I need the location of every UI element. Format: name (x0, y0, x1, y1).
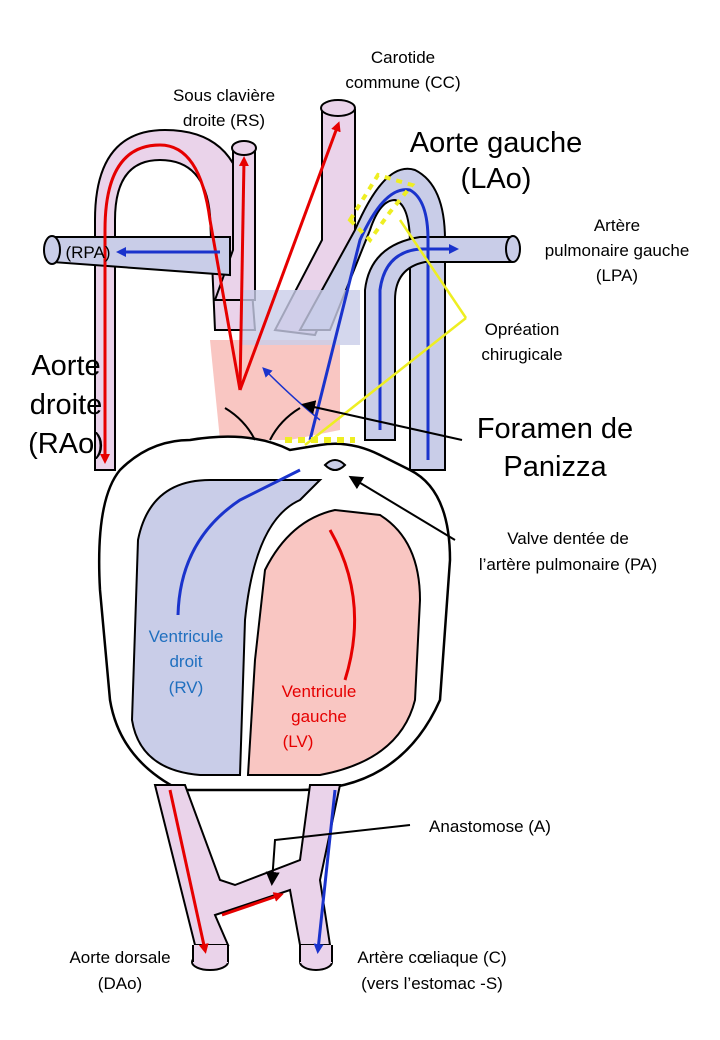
flow-blue-rv (176, 468, 301, 616)
label-operation-2: chirugicale (481, 345, 562, 364)
callout-foramen (301, 400, 463, 441)
label-aorte-droite-2: droite (30, 389, 103, 421)
flow-blue-foramen (262, 367, 321, 421)
callout-operation-2 (304, 317, 467, 446)
label-foramen-2: Panizza (503, 451, 607, 483)
callout-anastomose (265, 824, 411, 886)
label-operation-1: Opréation (485, 320, 560, 339)
label-lpa-3: (LPA) (596, 266, 638, 285)
flow-blue-celiac (313, 789, 337, 954)
lpa-opening (505, 235, 521, 263)
label-aorte-droite-3: (RAo) (28, 428, 104, 460)
callout-operation-1 (398, 219, 468, 319)
label-valve-2: l’artère pulmonaire (PA) (479, 555, 657, 574)
label-anastomose: Anastomose (A) (429, 817, 551, 836)
label-vg-2: gauche (291, 707, 347, 726)
flow-blue-lao (308, 188, 430, 460)
pa-valve (323, 459, 347, 471)
label-lpa-1: Artère (594, 216, 640, 235)
dorsal-aorta-vessel (153, 784, 342, 946)
label-vg-1: Ventricule (282, 682, 357, 701)
right-ventricle (130, 479, 323, 776)
label-aorte-droite-1: Aorte (31, 350, 100, 382)
label-carotide-2: commune (CC) (345, 73, 460, 92)
label-dao-2: (DAo) (98, 974, 142, 993)
label-carotide-1: Carotide (371, 48, 435, 67)
label-sous-claviere-2: droite (RS) (183, 111, 265, 130)
subclavian-opening (231, 140, 257, 156)
flow-red-right-aorta (100, 143, 242, 464)
flow-red-subclavian (238, 156, 249, 391)
label-vd-1: Ventricule (149, 627, 224, 646)
label-vd-3: (RV) (169, 678, 204, 697)
flow-red-lv (328, 529, 357, 681)
label-vd-2: droit (169, 652, 202, 671)
trunk-pink (210, 340, 340, 440)
label-foramen-1: Foramen de (477, 413, 633, 445)
label-vg-3: (LV) (283, 732, 314, 751)
valve-cusps (224, 407, 301, 441)
callout-valve (348, 475, 456, 541)
label-rpa: (RPA) (65, 243, 110, 262)
label-aorte-gauche-2: (LAo) (461, 163, 532, 195)
carotid-opening (320, 99, 356, 117)
label-coeliaque-2: (vers l’estomac -S) (361, 974, 503, 993)
label-lpa-2: pulmonaire gauche (545, 241, 690, 260)
left-ventricle (246, 508, 422, 776)
label-dao-1: Aorte dorsale (69, 948, 170, 967)
label-sous-claviere-1: Sous clavière (173, 86, 275, 105)
flow-red-anastomosis (221, 892, 284, 917)
label-valve-1: Valve dentée de (507, 529, 629, 548)
rpa-opening (43, 235, 61, 265)
label-aorte-gauche-1: Aorte gauche (410, 127, 583, 159)
flow-red-carotid (238, 121, 341, 391)
trunk-blue (240, 290, 360, 345)
flow-red-dorsal (168, 789, 209, 954)
label-coeliaque-1: Artère cœliaque (C) (357, 948, 506, 967)
